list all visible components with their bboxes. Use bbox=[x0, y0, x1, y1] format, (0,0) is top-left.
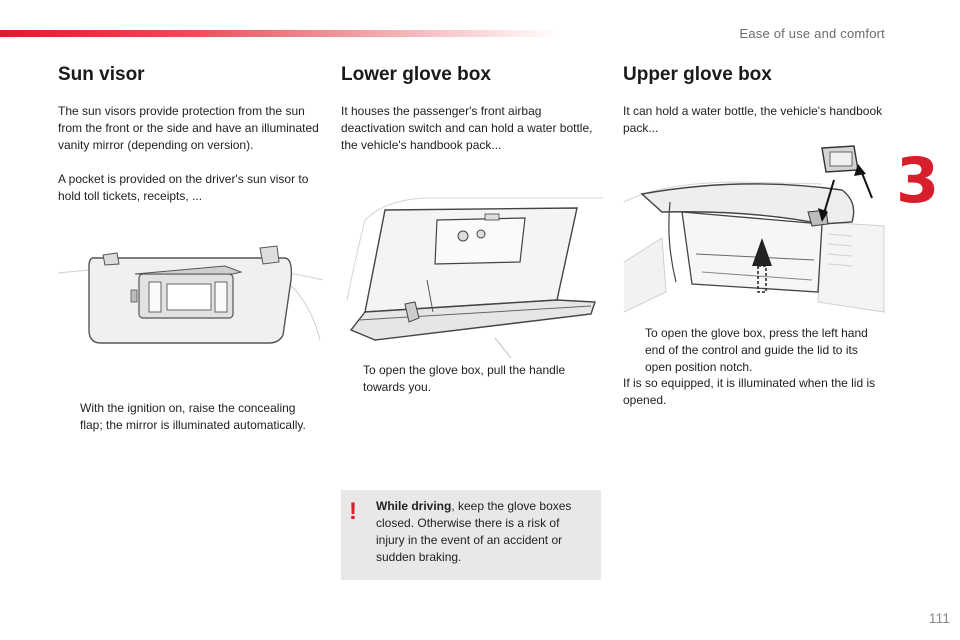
upper-glove-box-description: It can hold a water bottle, the vehicle'… bbox=[623, 104, 883, 135]
page-number: 111 bbox=[928, 610, 950, 626]
lower-glove-box-illustration bbox=[346, 197, 603, 359]
sun-visor-description-2: A pocket is provided on the driver's sun… bbox=[58, 172, 309, 203]
warning-box: ! While driving, keep the glove boxes cl… bbox=[341, 490, 601, 580]
sun-visor-illustration bbox=[57, 245, 324, 344]
warning-text: While driving, keep the glove boxes clos… bbox=[376, 498, 586, 566]
upper-glove-box-illustration bbox=[623, 145, 885, 313]
sun-visor-title: Sun visor bbox=[58, 64, 145, 85]
upper-glove-box-title: Upper glove box bbox=[623, 64, 772, 85]
sun-visor-instruction-text: With the ignition on, raise the conceali… bbox=[80, 401, 306, 432]
lower-glove-box-description: It houses the passenger's front airbag d… bbox=[341, 104, 593, 152]
lower-glove-box-instruction-text: To open the glove box, pull the handle t… bbox=[363, 363, 566, 394]
section-name: Ease of use and comfort bbox=[739, 26, 885, 41]
header-accent-bar bbox=[0, 30, 560, 37]
exclamation-icon: ! bbox=[349, 498, 357, 525]
upper-glove-box-note: If is so equipped, it is illuminated whe… bbox=[623, 376, 876, 407]
sun-visor-instruction: With the ignition on, raise the conceali… bbox=[58, 400, 320, 434]
lower-glove-box-title: Lower glove box bbox=[341, 64, 491, 85]
upper-glove-box-instruction: To open the glove box, press the left ha… bbox=[623, 325, 885, 376]
warning-bold: While driving bbox=[376, 499, 452, 513]
sun-visor-description-1: The sun visors provide protection from t… bbox=[58, 104, 319, 152]
upper-glove-box-instruction-text: To open the glove box, press the left ha… bbox=[645, 326, 868, 374]
lower-glove-box-instruction: To open the glove box, pull the handle t… bbox=[341, 362, 603, 396]
chapter-number: 3 bbox=[896, 144, 940, 217]
warning-body: , keep the glove boxes closed. Otherwise… bbox=[376, 499, 572, 564]
